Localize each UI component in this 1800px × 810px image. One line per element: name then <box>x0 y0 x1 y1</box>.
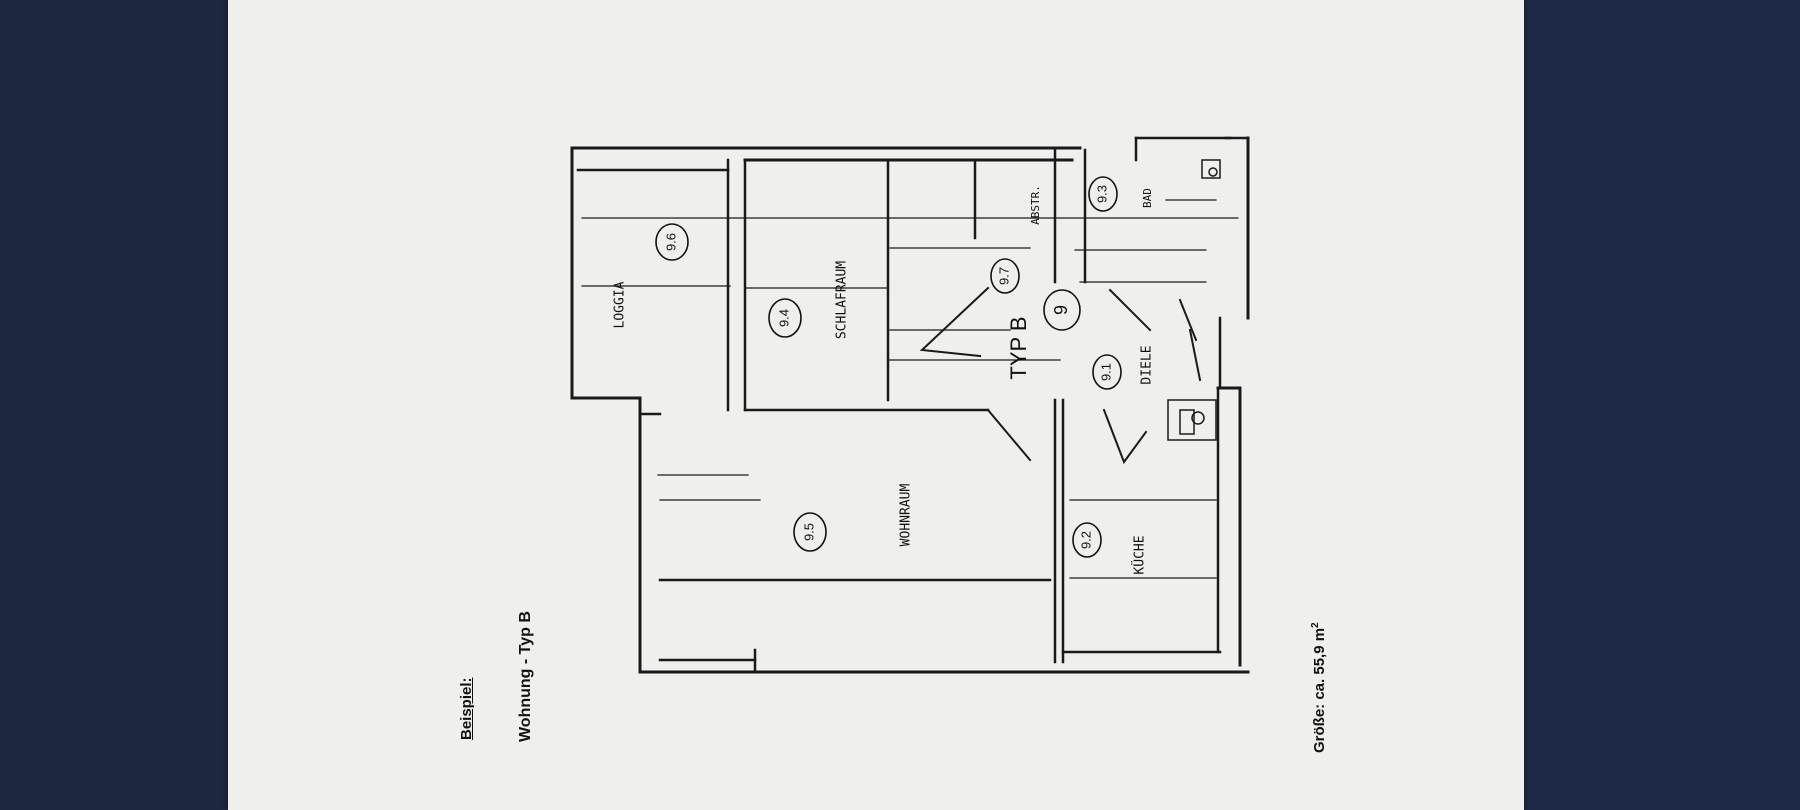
marker-9-2 <box>1072 522 1102 558</box>
room-label-diele: DIELE <box>1140 345 1155 384</box>
room-number-diele: 9.1 <box>1098 363 1113 381</box>
outer-walls <box>570 136 1250 674</box>
room-label-loggia: LOGGIA <box>613 281 628 328</box>
marker-9-6 <box>655 223 689 261</box>
room-number-abstr: 9.7 <box>996 267 1011 285</box>
room-number-wohnraum: 9.5 <box>801 523 816 541</box>
door-swings <box>919 286 1202 465</box>
unit-number: 9 <box>1051 305 1071 315</box>
background-right <box>1532 0 1800 810</box>
marker-9 <box>1043 289 1081 331</box>
room-markers <box>655 176 1122 558</box>
paper-sheet <box>228 0 1524 810</box>
inner-walls <box>576 136 1250 674</box>
room-number-bad: 9.3 <box>1094 185 1109 203</box>
room-number-loggia: 9.6 <box>663 233 678 251</box>
room-label-kche: KÜCHE <box>1131 535 1148 574</box>
marker-9-3 <box>1088 176 1118 212</box>
room-label-schlafraum: SCHLAFRAUM <box>835 261 850 339</box>
marker-9-7 <box>990 258 1020 294</box>
room-number-kche: 9.2 <box>1078 531 1093 549</box>
room-label-bad: BAD <box>1141 188 1154 208</box>
room-label-abstr: ABSTR. <box>1029 185 1042 225</box>
background-left <box>0 0 240 810</box>
marker-9-5 <box>793 512 827 552</box>
marker-9-4 <box>768 298 802 338</box>
dimension-lines <box>581 199 1239 579</box>
bath-fixtures <box>1167 159 1221 441</box>
type-label: TYP B <box>1006 316 1031 379</box>
room-number-schlafraum: 9.4 <box>776 309 791 327</box>
marker-9-1 <box>1092 354 1122 390</box>
room-label-wohnraum: WOHNRAUM <box>899 484 914 547</box>
